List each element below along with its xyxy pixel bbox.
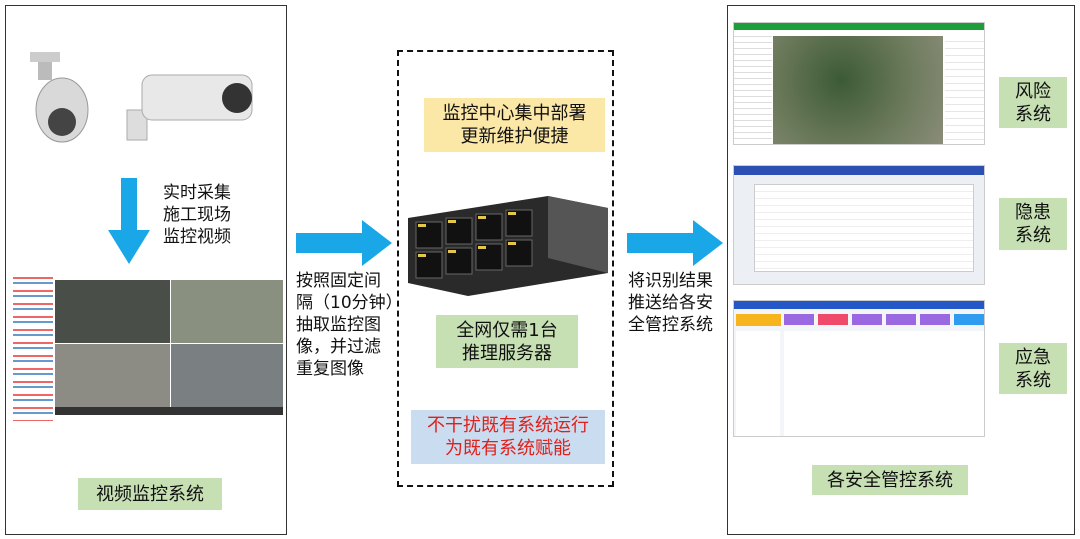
compatibility-note-line: 不干扰既有系统运行 <box>427 415 589 436</box>
emergency-label-line: 系统 <box>1015 369 1051 391</box>
push-text-line: 推送给各安 <box>628 293 713 313</box>
risk-system-label: 风险 系统 <box>999 77 1067 128</box>
video-system-label: 视频监控系统 <box>78 478 222 510</box>
server-note: 全网仅需1台 推理服务器 <box>436 315 578 368</box>
capture-text-line: 监控视频 <box>163 227 231 247</box>
right-arrow-icon <box>627 220 723 266</box>
compatibility-note: 不干扰既有系统运行 为既有系统赋能 <box>411 410 605 464</box>
hazard-system-label: 隐患 系统 <box>999 198 1067 250</box>
inference-center-box <box>397 50 614 487</box>
safety-systems-label: 各安全管控系统 <box>812 465 968 495</box>
risk-label-line: 风险 <box>1015 80 1051 102</box>
video-monitoring-panel <box>5 5 287 535</box>
extract-text-line: 重复图像 <box>296 359 364 379</box>
down-arrow-icon <box>108 178 150 264</box>
emergency-system-label: 应急 系统 <box>999 343 1067 394</box>
server-note-line: 推理服务器 <box>462 342 552 364</box>
extract-text-line: 像，并过滤 <box>296 337 381 357</box>
risk-system-screenshot <box>733 22 985 145</box>
server-image <box>408 196 608 296</box>
camera-images <box>30 52 253 143</box>
deploy-note-line: 更新维护便捷 <box>460 126 569 147</box>
deploy-note: 监控中心集中部署 更新维护便捷 <box>424 98 605 152</box>
extract-text-line: 按照固定间 <box>296 271 381 291</box>
emergency-system-screenshot <box>733 300 985 437</box>
risk-label-line: 系统 <box>1015 103 1051 125</box>
push-text-line: 全管控系统 <box>628 315 713 335</box>
extract-text-line: 隔（10分钟） <box>296 293 403 313</box>
compatibility-note-line: 为既有系统赋能 <box>445 438 571 459</box>
hazard-label-line: 系统 <box>1015 225 1051 246</box>
hazard-system-screenshot <box>733 165 985 285</box>
server-note-line: 全网仅需1台 <box>456 319 558 341</box>
deploy-note-line: 监控中心集中部署 <box>442 103 587 124</box>
capture-text-line: 施工现场 <box>163 205 231 225</box>
hazard-label-line: 隐患 <box>1015 202 1051 223</box>
right-arrow-icon <box>296 220 392 266</box>
emergency-label-line: 应急 <box>1015 346 1051 368</box>
push-text-line: 将识别结果 <box>628 271 713 291</box>
safety-systems-panel <box>727 5 1075 535</box>
video-monitor-screenshot <box>10 265 285 425</box>
extract-text-line: 抽取监控图 <box>296 315 381 335</box>
capture-text-line: 实时采集 <box>163 183 231 203</box>
